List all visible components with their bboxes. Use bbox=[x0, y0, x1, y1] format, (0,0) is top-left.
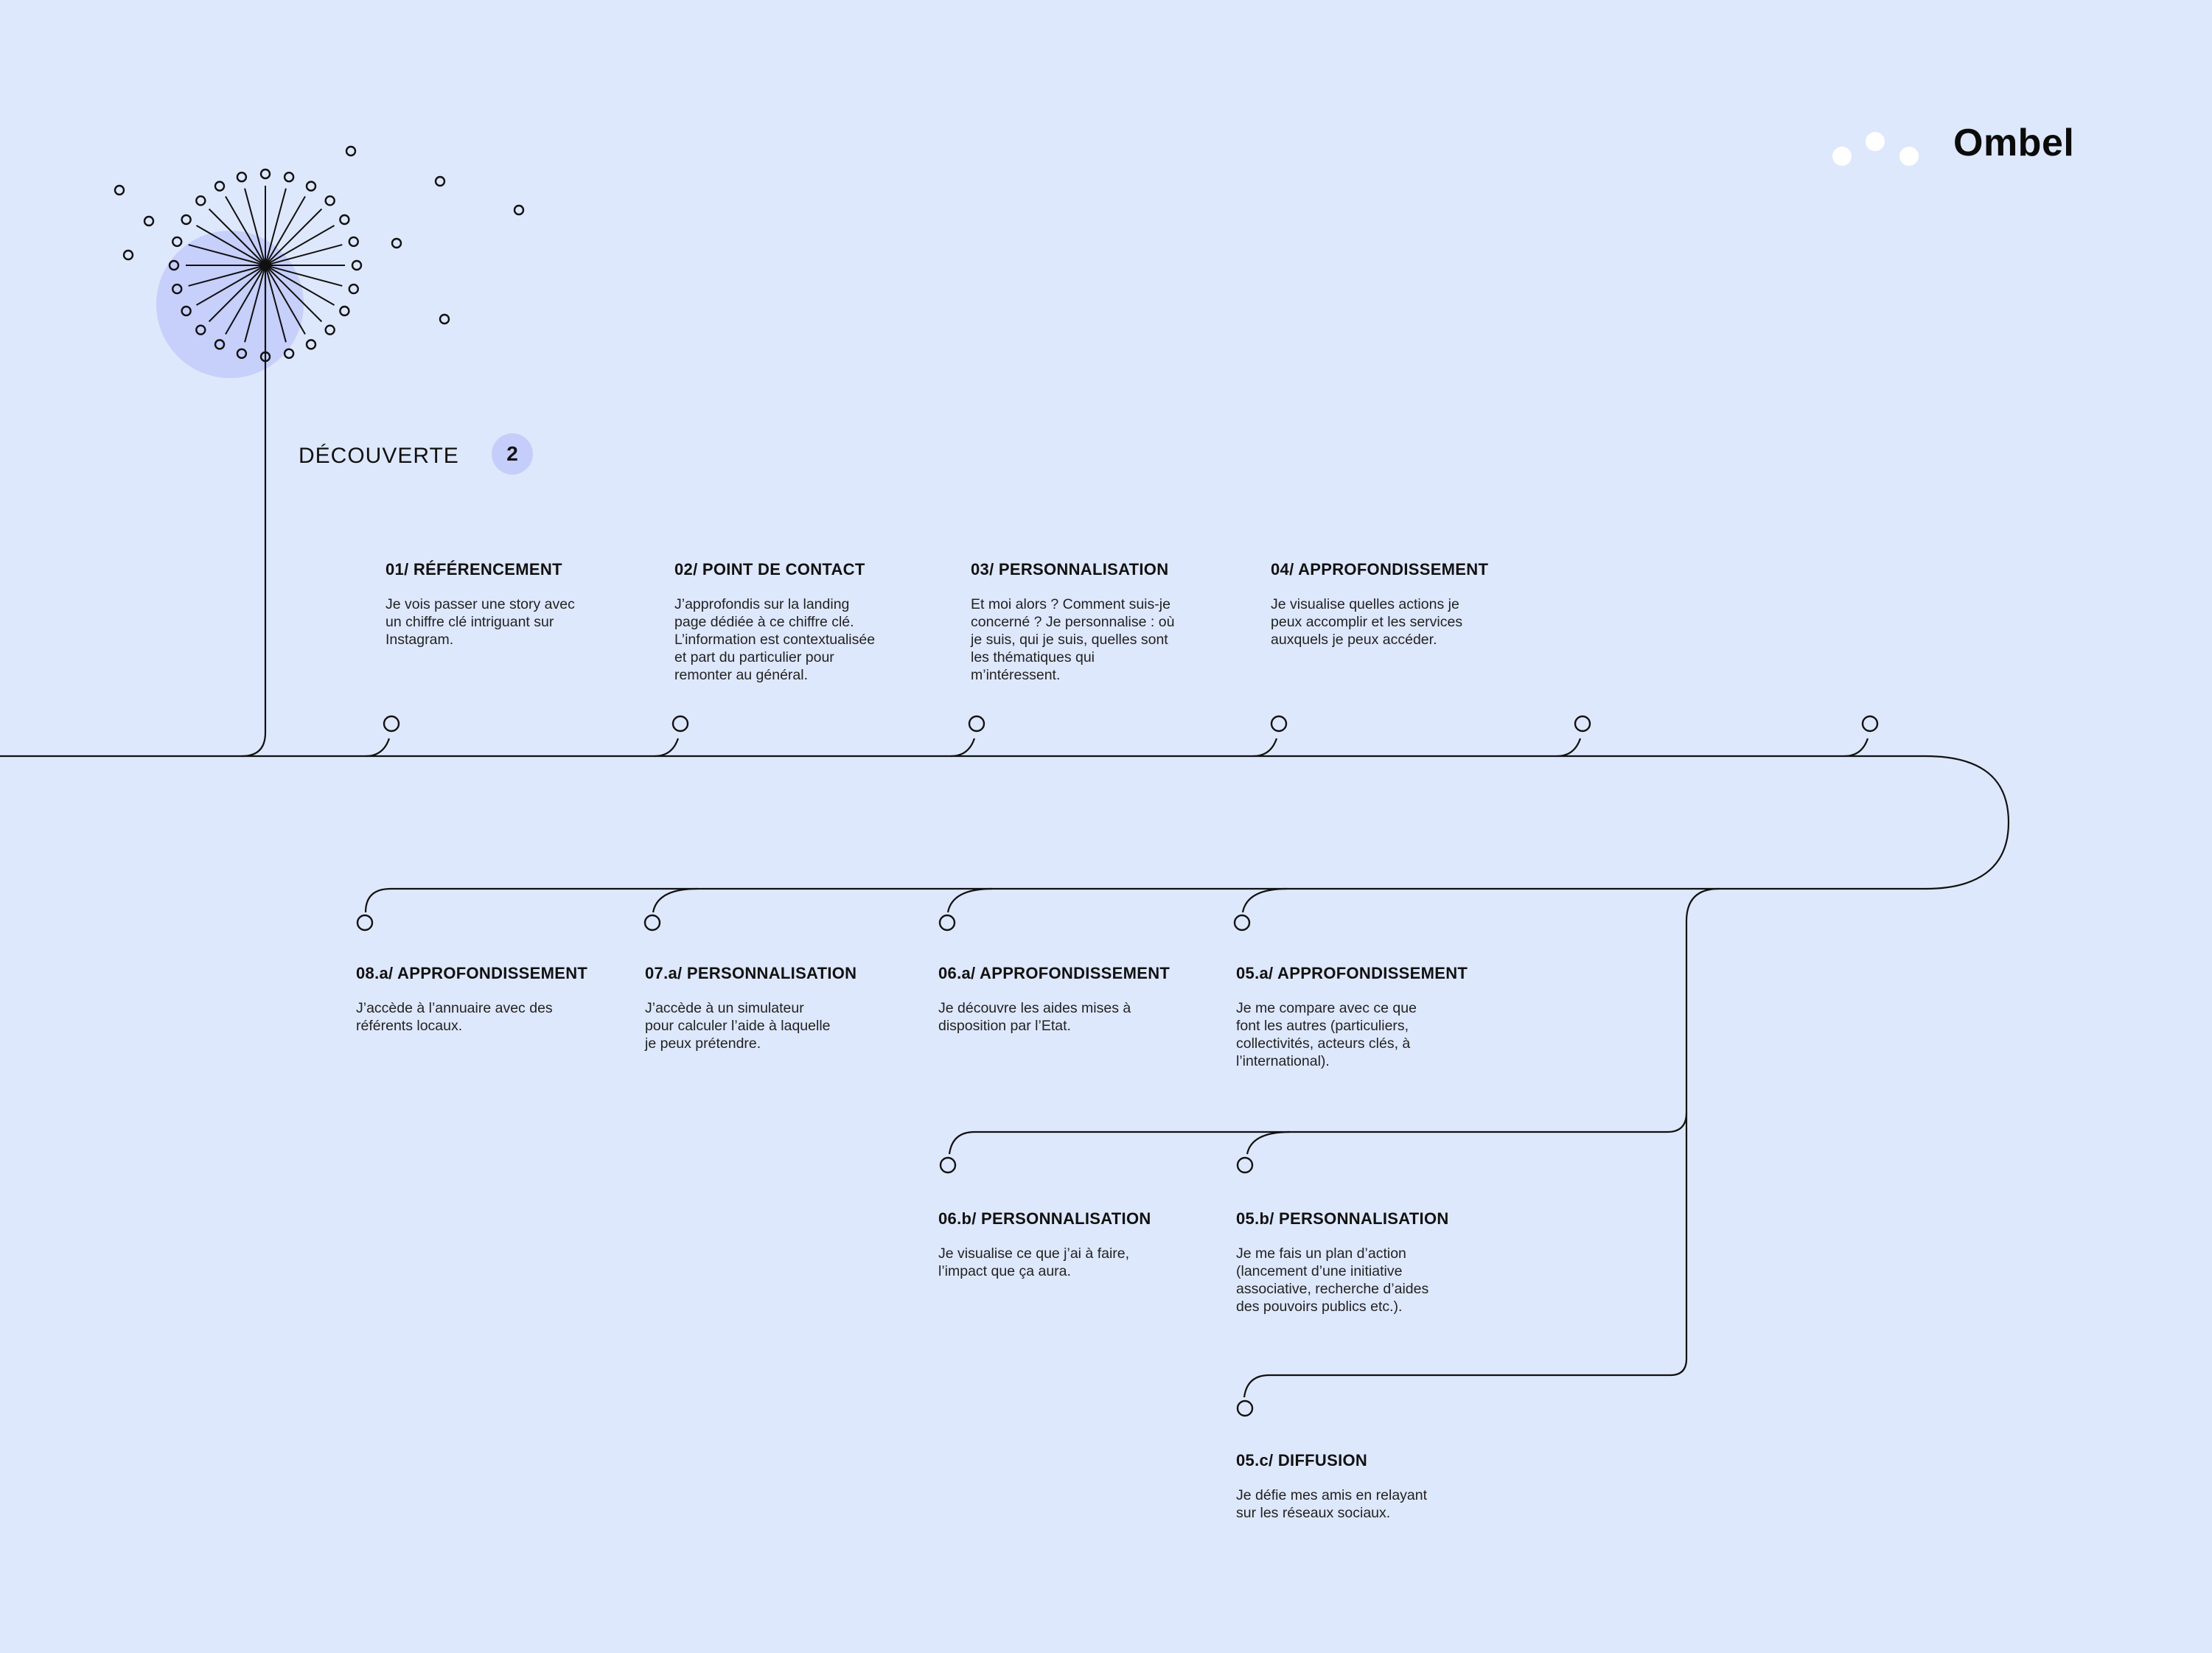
step-title: 05.b/ PERSONNALISATION bbox=[1236, 1209, 1449, 1228]
step-description: Je découvre les aides mises à dispositio… bbox=[938, 1000, 1131, 1034]
logo-dots-icon bbox=[1832, 132, 1919, 166]
node-05b bbox=[1236, 1156, 1254, 1174]
step-08a: 08.a/ APPROFONDISSEMENT J’accède à l’ann… bbox=[356, 964, 607, 1035]
node-05a bbox=[1233, 914, 1251, 932]
node-extra-1 bbox=[1574, 715, 1591, 733]
node-05c bbox=[1236, 1399, 1254, 1417]
node-07a bbox=[643, 914, 661, 932]
step-06b: 06.b/ PERSONNALISATION Je visualise ce q… bbox=[938, 1209, 1189, 1280]
node-06b bbox=[939, 1156, 957, 1174]
step-04: 04/ APPROFONDISSEMENT Je visualise quell… bbox=[1271, 560, 1521, 649]
step-description: Je vois passer une story avec un chiffre… bbox=[385, 596, 575, 648]
node-02 bbox=[671, 715, 689, 733]
brand-logo: Ombel bbox=[1953, 122, 2075, 164]
step-title: 04/ APPROFONDISSEMENT bbox=[1271, 560, 1489, 579]
step-description: Je défie mes amis en relayant sur les ré… bbox=[1236, 1487, 1428, 1521]
node-06a bbox=[938, 914, 956, 932]
step-title: 07.a/ PERSONNALISATION bbox=[645, 964, 857, 982]
step-description: J’accède à l’annuaire avec des référents… bbox=[356, 1000, 553, 1034]
step-05a: 05.a/ APPROFONDISSEMENT Je me compare av… bbox=[1236, 964, 1487, 1070]
step-description: J’accède à un simulateur pour calculer l… bbox=[645, 1000, 831, 1052]
dandelion-highlight bbox=[156, 231, 304, 378]
step-title: 08.a/ APPROFONDISSEMENT bbox=[356, 964, 588, 982]
step-title: 06.b/ PERSONNALISATION bbox=[938, 1209, 1151, 1228]
step-description: J’approfondis sur la landing page dédiée… bbox=[674, 596, 876, 683]
step-description: Et moi alors ? Comment suis-je concerné … bbox=[971, 596, 1175, 683]
dandelion-icon bbox=[114, 145, 525, 363]
step-07a: 07.a/ PERSONNALISATION J’accède à un sim… bbox=[645, 964, 896, 1052]
step-02: 02/ POINT DE CONTACT J’approfondis sur l… bbox=[674, 560, 925, 684]
node-extra-2 bbox=[1861, 715, 1879, 733]
stage-title: DÉCOUVERTE bbox=[299, 444, 459, 468]
step-03: 03/ PERSONNALISATION Et moi alors ? Comm… bbox=[971, 560, 1221, 684]
step-05b: 05.b/ PERSONNALISATION Je me fais un pla… bbox=[1236, 1209, 1487, 1315]
stage-badge: 2 bbox=[492, 433, 533, 475]
step-description: Je visualise ce que j’ai à faire, l’impa… bbox=[938, 1245, 1130, 1279]
step-05c: 05.c/ DIFFUSION Je défie mes amis en rel… bbox=[1236, 1451, 1487, 1522]
step-title: 01/ RÉFÉRENCEMENT bbox=[385, 560, 562, 579]
timeline-nodes bbox=[356, 715, 1879, 1417]
step-06a: 06.a/ APPROFONDISSEMENT Je découvre les … bbox=[938, 964, 1189, 1035]
step-description: Je me compare avec ce que font les autre… bbox=[1236, 1000, 1417, 1069]
step-title: 02/ POINT DE CONTACT bbox=[674, 560, 865, 579]
node-04 bbox=[1270, 715, 1288, 733]
step-title: 06.a/ APPROFONDISSEMENT bbox=[938, 964, 1170, 982]
timeline bbox=[0, 265, 2010, 1398]
node-01 bbox=[383, 715, 400, 733]
step-title: 05.a/ APPROFONDISSEMENT bbox=[1236, 964, 1468, 982]
node-08a bbox=[356, 914, 374, 932]
node-03 bbox=[968, 715, 985, 733]
step-01: 01/ RÉFÉRENCEMENT Je vois passer une sto… bbox=[385, 560, 636, 649]
step-title: 03/ PERSONNALISATION bbox=[971, 560, 1169, 579]
step-description: Je me fais un plan d’action (lancement d… bbox=[1236, 1245, 1429, 1315]
step-title: 05.c/ DIFFUSION bbox=[1236, 1451, 1368, 1469]
step-description: Je visualise quelles actions je peux acc… bbox=[1271, 596, 1463, 648]
